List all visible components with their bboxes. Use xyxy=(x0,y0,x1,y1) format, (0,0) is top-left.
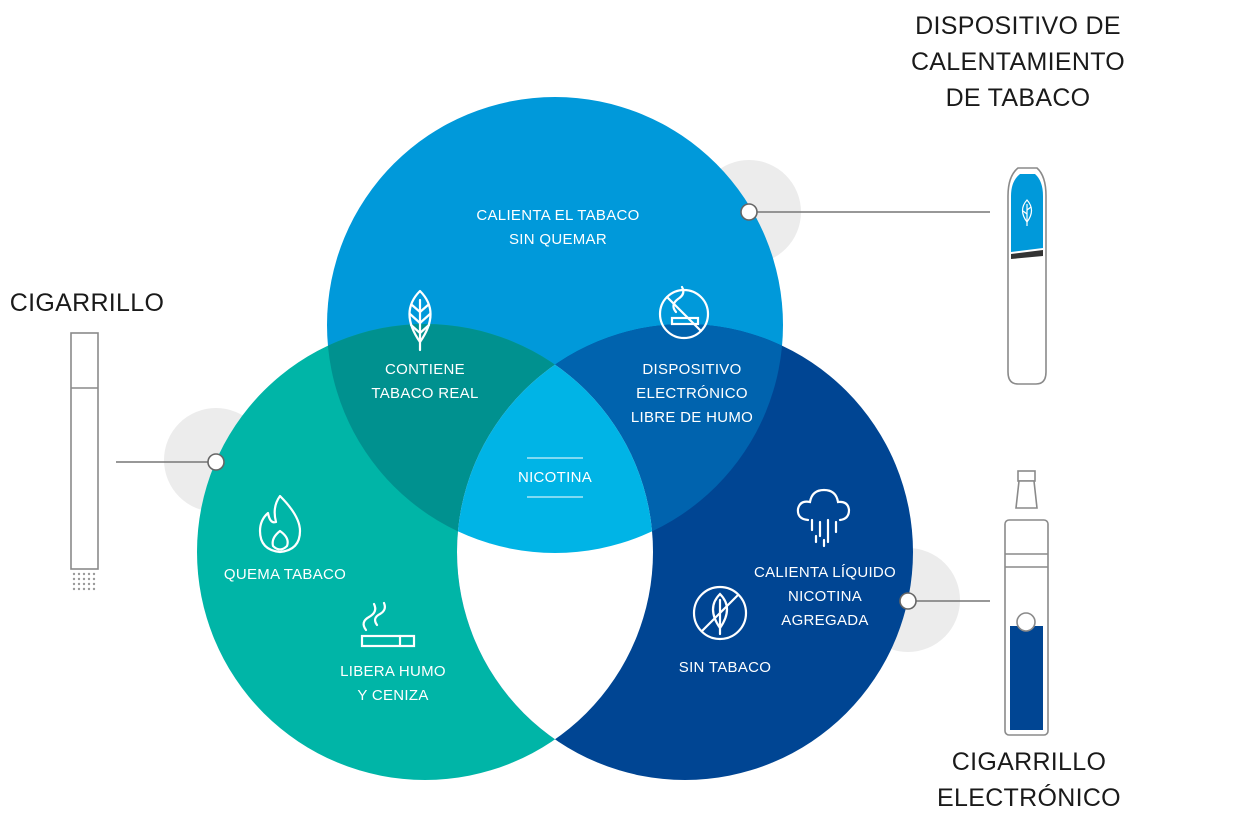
label-line: CIGARRILLO xyxy=(9,289,165,317)
flame-icon xyxy=(258,494,302,554)
text-line: CALIENTA LÍQUIDO xyxy=(753,564,897,581)
connector-dot-heated xyxy=(740,203,758,221)
text-line: AGREGADA xyxy=(781,612,869,629)
cigarette-smoke-icon xyxy=(360,601,416,648)
label-line: ELECTRÓNICO xyxy=(937,784,1121,812)
label-line: DISPOSITIVO DE xyxy=(915,12,1121,40)
text-line: NICOTINA xyxy=(517,469,593,486)
label-line: CALENTAMIENTO xyxy=(910,48,1126,76)
e-cigarette-illustration xyxy=(1004,470,1049,736)
text-smoke-free: DISPOSITIVO ELECTRÓNICO LIBRE DE HUMO xyxy=(612,358,772,430)
cigarette-illustration xyxy=(70,332,99,570)
text-line: ELECTRÓNICO xyxy=(636,385,748,402)
label-line: CIGARRILLO xyxy=(951,748,1107,776)
text-line: SIN TABACO xyxy=(678,659,772,676)
label-cigarette: CIGARRILLO xyxy=(8,285,166,321)
text-line: LIBRE DE HUMO xyxy=(630,409,754,426)
label-e-cigarette: CIGARRILLO ELECTRÓNICO xyxy=(920,744,1138,816)
text-contains-tobacco: CONTIENE TABACO REAL xyxy=(350,358,500,406)
text-no-tobacco: SIN TABACO xyxy=(655,656,795,680)
connector-dot-cigarette xyxy=(207,453,225,471)
overlap-center xyxy=(457,324,653,553)
device-leaf-icon xyxy=(1021,199,1033,226)
text-burns-tobacco: QUEMA TABACO xyxy=(205,563,365,587)
leaf-icon xyxy=(408,289,432,352)
text-line: LIBERA HUMO xyxy=(340,663,446,680)
text-line: CONTIENE xyxy=(385,361,465,378)
label-line: DE TABACO xyxy=(945,84,1091,112)
cigarette-ash-dots xyxy=(72,572,96,591)
text-smoke-ash: LIBERA HUMO Y CENIZA xyxy=(318,660,468,708)
text-heats-liquid: CALIENTA LÍQUIDO NICOTINA AGREGADA xyxy=(740,561,910,633)
text-line: QUEMA TABACO xyxy=(223,566,347,583)
text-line: DISPOSITIVO xyxy=(642,361,742,378)
no-tobacco-leaf-icon xyxy=(692,585,748,641)
text-line: Y CENIZA xyxy=(357,687,429,704)
text-line: CALIENTA EL TABACO xyxy=(476,207,640,224)
text-line: NICOTINA xyxy=(787,588,863,605)
no-smoking-icon xyxy=(658,285,710,340)
vapor-cloud-icon xyxy=(796,488,851,548)
text-line: SIN QUEMAR xyxy=(508,231,607,248)
heated-device-illustration xyxy=(1007,167,1047,385)
text-line: TABACO REAL xyxy=(371,385,479,402)
text-nicotine: NICOTINA xyxy=(495,466,615,490)
connector-dot-e-cigarette xyxy=(899,592,917,610)
label-heated-tobacco-device: DISPOSITIVO DE CALENTAMIENTO DE TABACO xyxy=(900,8,1136,116)
text-heats-tobacco: CALIENTA EL TABACO SIN QUEMAR xyxy=(458,204,658,252)
